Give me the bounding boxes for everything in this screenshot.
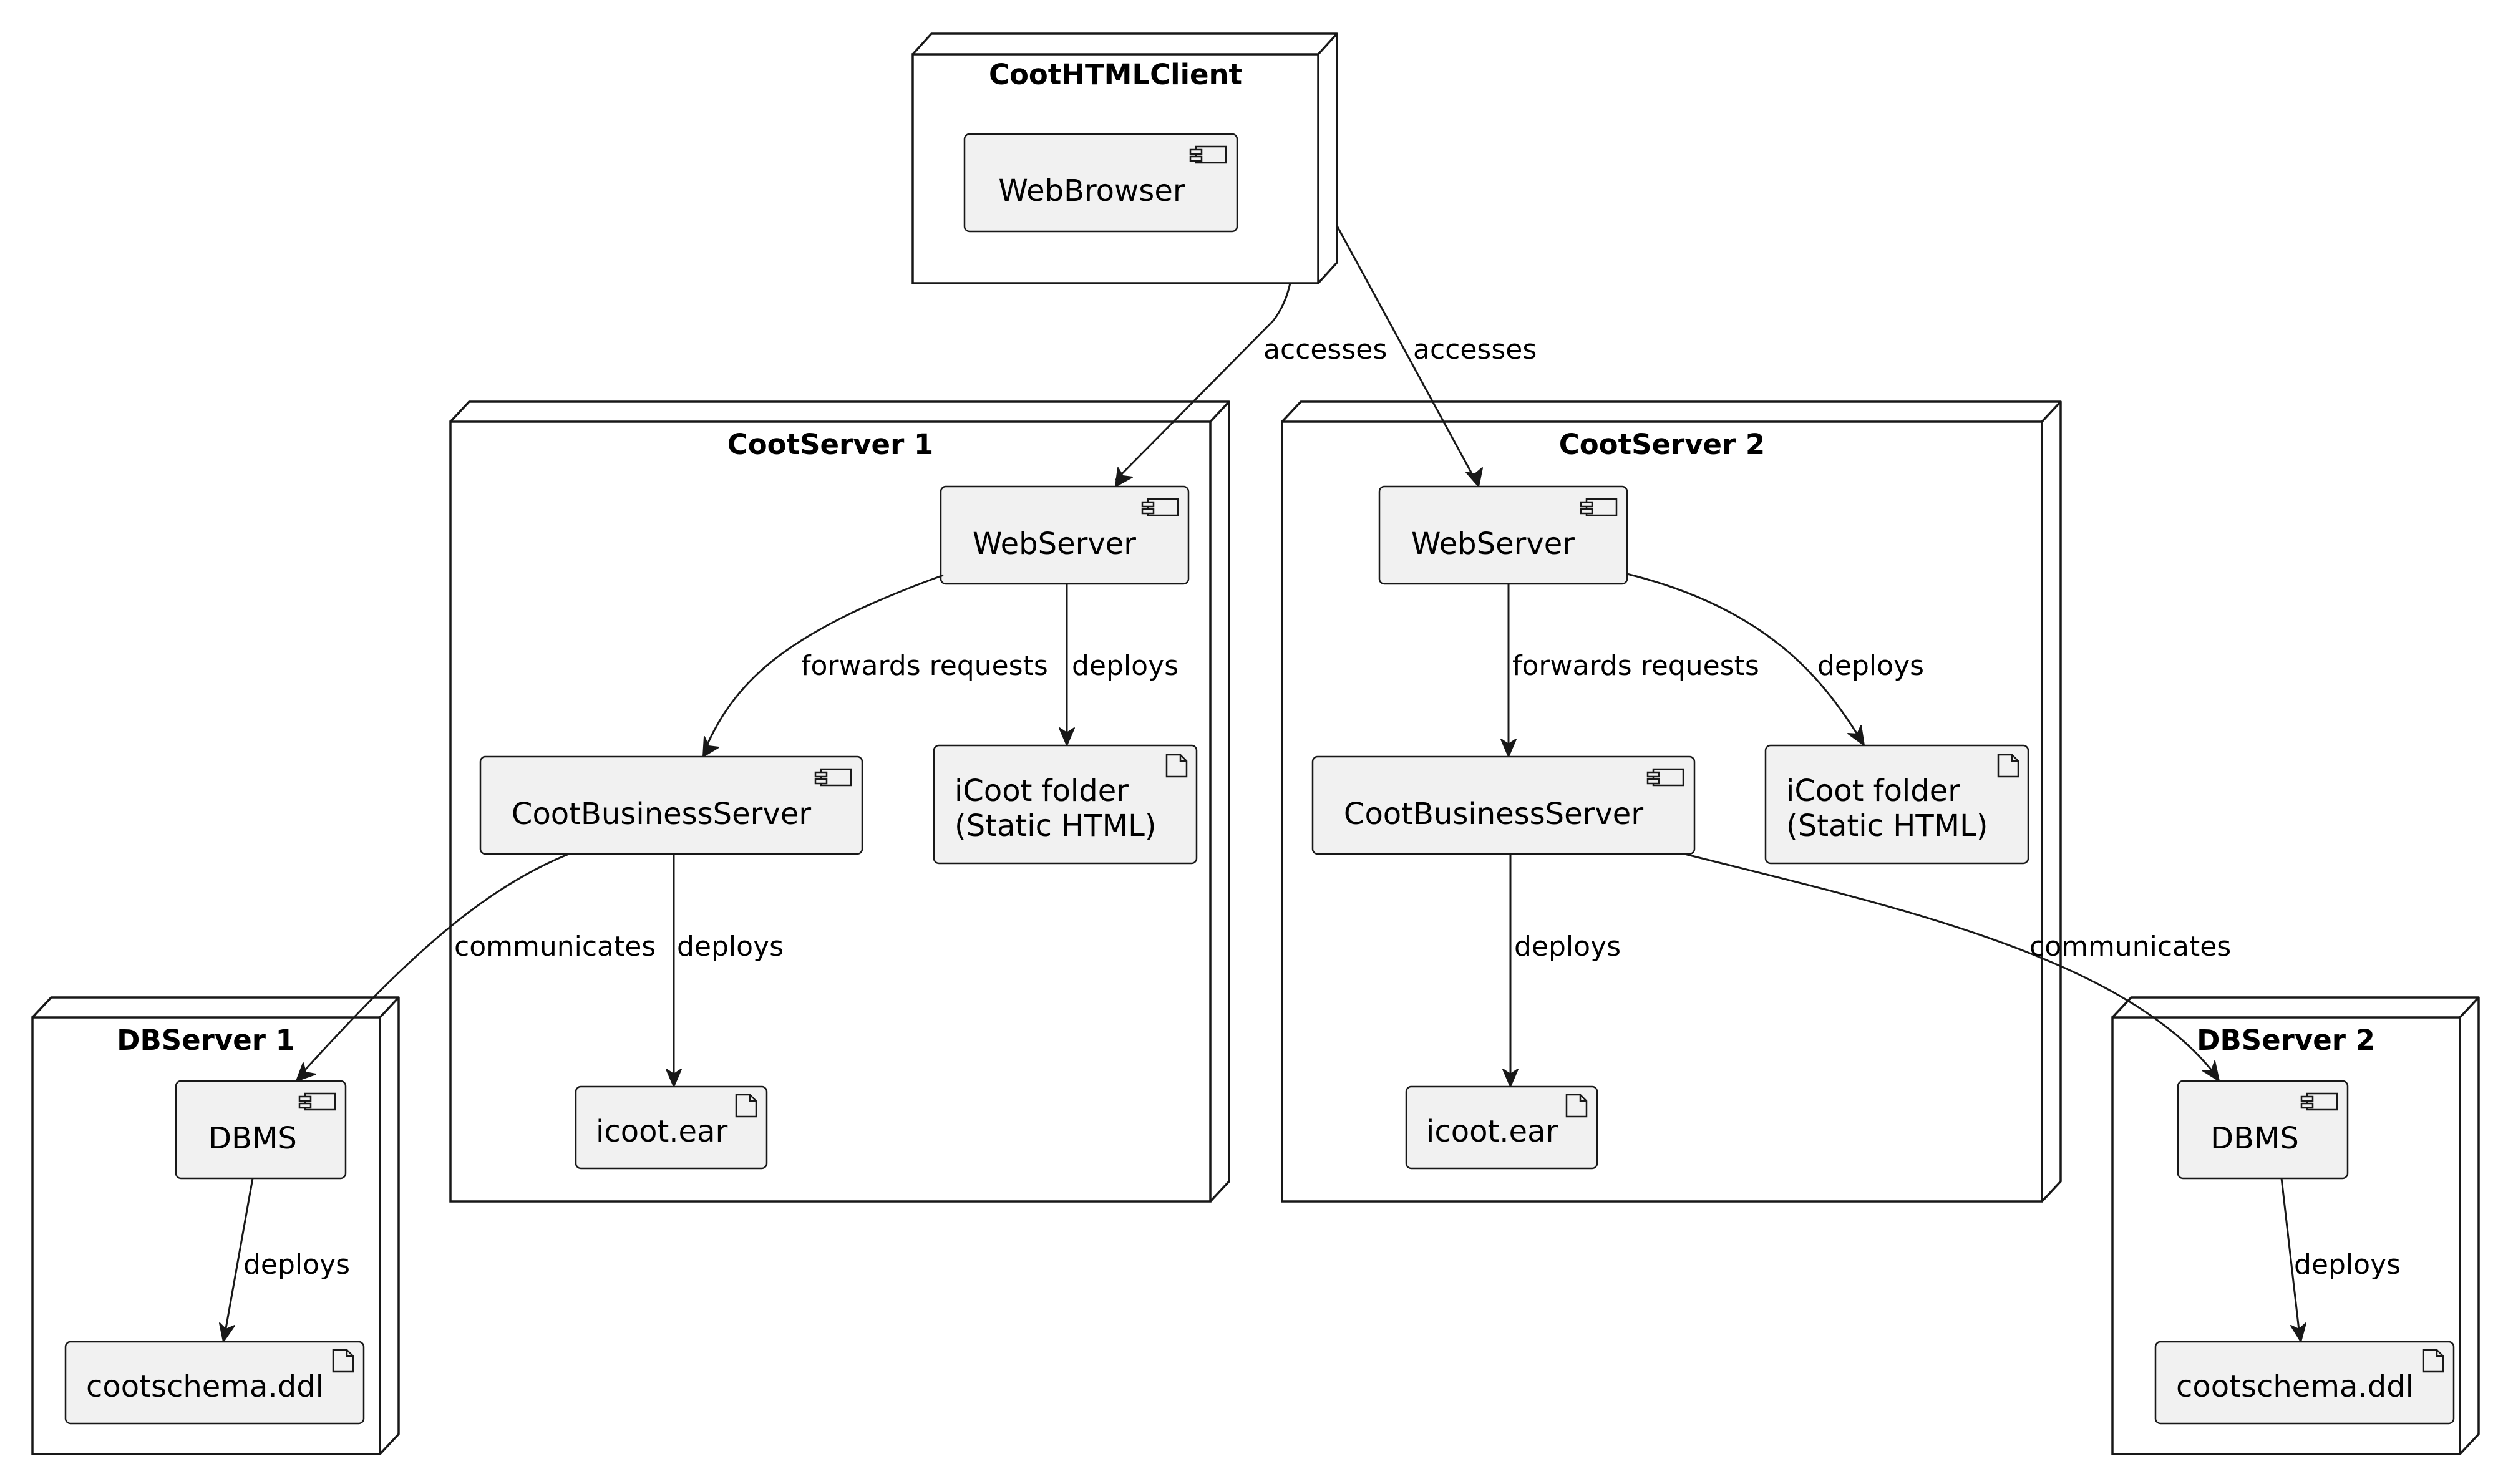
edge-deploys-folder-1: deploys	[1059, 584, 1179, 746]
component-label: CootBusinessServer	[512, 797, 811, 832]
component-dbms-2: DBMS	[2177, 1080, 2349, 1180]
component-cootbusinessserver-2: CootBusinessServer	[1311, 755, 1696, 855]
artifact-icoot-folder-1: iCoot folder (Static HTML)	[933, 744, 1198, 865]
edge-label: forwards requests	[801, 650, 1048, 682]
edge-forwards-requests-2: forwards requests	[1500, 584, 1759, 757]
component-icon	[1189, 145, 1227, 164]
component-icon	[814, 768, 852, 787]
edge-label: accesses	[1263, 334, 1387, 366]
node-title-coothtmlclient: CootHTMLClient	[989, 58, 1242, 91]
component-icon	[298, 1092, 336, 1111]
artifact-label: cootschema.ddl	[86, 1369, 324, 1404]
artifact-label: icoot.ear	[1426, 1114, 1558, 1149]
node-cootserver-1: CootServer 1 WebServer CootBusinessServe…	[449, 400, 1230, 1203]
node-title-cootserver-1: CootServer 1	[727, 428, 934, 461]
edge-communicates-db-2: communicates	[1684, 853, 2231, 1082]
edge-label: deploys	[1817, 650, 1924, 682]
component-icon	[1580, 498, 1618, 516]
edge-forwards-requests-1: forwards requests	[702, 574, 1048, 757]
artifact-icon	[2422, 1349, 2444, 1373]
component-label: DBMS	[208, 1121, 297, 1156]
artifact-icoot-ear-2: icoot.ear	[1405, 1085, 1598, 1170]
edge-label: deploys	[677, 931, 784, 963]
edge-deploys-folder-2: deploys	[1626, 573, 1924, 746]
artifact-label-line2: (Static HTML)	[955, 808, 1157, 843]
edge-label: forwards requests	[1512, 650, 1759, 682]
component-cootbusinessserver-1: CootBusinessServer	[479, 755, 863, 855]
edge-deploys-ddl-2: deploys	[2280, 1178, 2401, 1342]
node-coothtmlclient: CootHTMLClient WebBrowser	[911, 32, 1338, 284]
component-label: WebServer	[973, 526, 1136, 561]
component-label: WebServer	[1411, 526, 1575, 561]
node-dbserver-1: DBServer 1 DBMS cootschema.ddl	[31, 996, 400, 1455]
component-icon	[2300, 1092, 2338, 1111]
artifact-label-line2: (Static HTML)	[1786, 808, 1988, 843]
edge-accesses-server-1: accesses	[1114, 283, 1387, 487]
edge-deploys-ear-1: deploys	[666, 854, 784, 1087]
artifact-icon	[735, 1094, 757, 1118]
node-dbserver-2: DBServer 2 DBMS cootschema.ddl	[2111, 996, 2480, 1455]
component-icon	[1141, 498, 1179, 516]
component-label: DBMS	[2210, 1121, 2299, 1156]
artifact-icoot-ear-1: icoot.ear	[575, 1085, 768, 1170]
edge-label: deploys	[1514, 931, 1621, 963]
edge-label: deploys	[2294, 1249, 2401, 1281]
artifact-icon	[1997, 754, 2019, 778]
component-webserver-2: WebServer	[1378, 485, 1628, 585]
artifact-label: icoot.ear	[596, 1114, 727, 1149]
artifact-icoot-folder-2: iCoot folder (Static HTML)	[1764, 744, 2029, 865]
node-cootserver-2: CootServer 2 WebServer CootBusinessServe…	[1281, 400, 2062, 1203]
edge-label: communicates	[454, 931, 656, 963]
artifact-icon	[332, 1349, 354, 1373]
component-webbrowser: WebBrowser	[963, 133, 1238, 233]
artifact-label: cootschema.ddl	[2176, 1369, 2414, 1404]
artifact-cootschema-ddl-1: cootschema.ddl	[64, 1341, 365, 1425]
component-webserver-1: WebServer	[940, 485, 1190, 585]
artifact-icon	[1565, 1094, 1588, 1118]
edge-label: accesses	[1413, 334, 1537, 366]
artifact-icon	[1165, 754, 1188, 778]
edge-label: deploys	[243, 1249, 350, 1281]
component-label: CootBusinessServer	[1344, 797, 1643, 832]
component-dbms-1: DBMS	[175, 1080, 347, 1180]
component-icon	[1646, 768, 1684, 787]
edge-label: communicates	[2029, 931, 2231, 963]
node-title-cootserver-2: CootServer 2	[1559, 428, 1766, 461]
component-label: WebBrowser	[998, 173, 1185, 208]
edge-accesses-server-2: accesses	[1336, 225, 1537, 487]
edge-communicates-db-1: communicates	[296, 853, 656, 1082]
node-title-dbserver-2: DBServer 2	[2197, 1024, 2375, 1057]
artifact-label-line1: iCoot folder	[1786, 774, 1960, 808]
edge-deploys-ear-2: deploys	[1502, 854, 1621, 1087]
edge-label: deploys	[1072, 650, 1179, 682]
artifact-label-line1: iCoot folder	[955, 774, 1129, 808]
artifact-cootschema-ddl-2: cootschema.ddl	[2154, 1341, 2455, 1425]
edge-deploys-ddl-1: deploys	[219, 1178, 350, 1342]
node-title-dbserver-1: DBServer 1	[117, 1024, 295, 1057]
